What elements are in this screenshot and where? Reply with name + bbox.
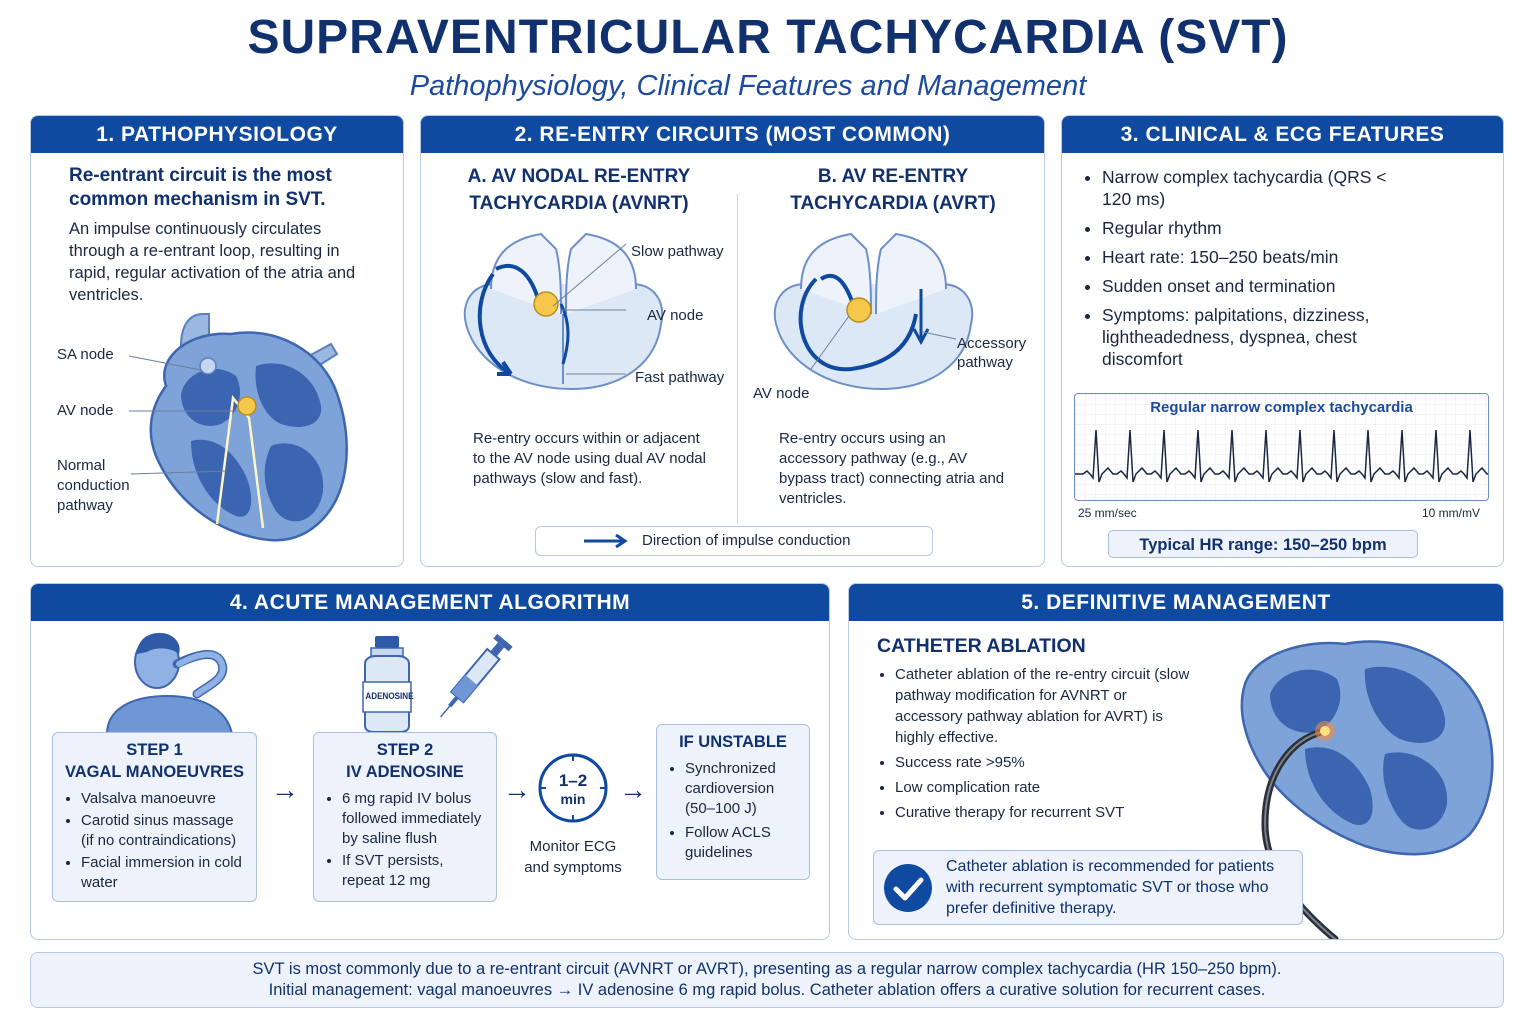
list-item: Facial immersion in cold water	[81, 853, 246, 893]
list-item: Regular rhythm	[1102, 217, 1392, 239]
avrt-title-2: TACHYCARDIA (AVRT)	[790, 193, 996, 214]
body-text: An impulse continuously circulates throu…	[69, 220, 356, 304]
panel-heading: 5. DEFINITIVE MANAGEMENT	[849, 584, 1503, 621]
summary-box: SVT is most commonly due to a re-entrant…	[30, 952, 1504, 1008]
flow-arrow-2: →	[503, 774, 531, 805]
step2-subtitle: IV ADENOSINE	[346, 763, 464, 781]
panel-heading: 2. RE-ENTRY CIRCUITS (MOST COMMON)	[421, 116, 1044, 153]
label-av-node-b: AV node	[753, 385, 810, 402]
legend-label: Direction of impulse conduction	[642, 532, 851, 549]
label-sa-node: SA node	[57, 346, 114, 363]
label-fast-pathway: Fast pathway	[635, 369, 725, 386]
summary-line-1: SVT is most commonly due to a re-entrant…	[252, 960, 1282, 978]
timer-caption-1: Monitor ECG	[529, 838, 617, 855]
panel-heading: 4. ACUTE MANAGEMENT ALGORITHM	[31, 584, 829, 621]
list-item: If SVT persists, repeat 12 mg	[342, 851, 486, 891]
list-item: Carotid sinus massage (if no contraindic…	[81, 811, 246, 851]
list-item: Narrow complex tachycardia (QRS < 120 ms…	[1102, 166, 1392, 210]
avnrt-diagram	[463, 232, 664, 391]
step2-list: 6 mg rapid IV bolus followed immediately…	[324, 789, 486, 891]
list-item: Curative therapy for recurrent SVT	[895, 802, 1195, 823]
list-item: Heart rate: 150–250 beats/min	[1102, 246, 1392, 268]
label-av-node: AV node	[57, 402, 114, 419]
heart-illustration	[128, 313, 348, 542]
unstable-title: IF UNSTABLE	[679, 733, 787, 751]
label-av-node-a: AV node	[647, 307, 704, 324]
label-normal-2: conduction	[57, 477, 130, 494]
syringe-icon	[440, 633, 513, 718]
label-normal-3: pathway	[57, 497, 113, 514]
timer-value: 1–2	[558, 771, 588, 790]
list-item: Synchronized cardioversion (50–100 J)	[685, 759, 799, 819]
page-title: SUPRAVENTRICULAR TACHYCARDIA (SVT)	[247, 11, 1289, 64]
feature-list: Narrow complex tachycardia (QRS < 120 ms…	[1084, 166, 1392, 377]
step2-title: STEP 2	[376, 741, 434, 759]
step1-box: STEP 1 VAGAL MANOEUVRES Valsalva manoeuv…	[52, 732, 257, 902]
checkmark-icon	[884, 864, 932, 912]
recommendation-box: Catheter ablation is recommended for pat…	[873, 850, 1303, 925]
panel-heading: 3. CLINICAL & ECG FEATURES	[1062, 116, 1503, 153]
page-subtitle: Pathophysiology, Clinical Features and M…	[409, 70, 1087, 102]
ecg-gain: 10 mm/mV	[1422, 506, 1481, 520]
ablation-list: Catheter ablation of the re-entry circui…	[877, 664, 1195, 830]
avnrt-description: Re-entry occurs within or adjacent to th…	[473, 430, 706, 487]
summary-line-2: Initial management: vagal manoeuvres → I…	[268, 981, 1266, 999]
label-normal-1: Normal	[57, 457, 106, 474]
ecg-title: Regular narrow complex tachycardia	[1150, 399, 1413, 416]
list-item: 6 mg rapid IV bolus followed immediately…	[342, 789, 486, 849]
avrt-diagram	[773, 232, 974, 391]
list-item: Low complication rate	[895, 777, 1195, 798]
catheter-heart-illustration	[1240, 640, 1494, 939]
panel-reentry-circuits: 2. RE-ENTRY CIRCUITS (MOST COMMON) A. AV…	[420, 115, 1045, 567]
timer-icon	[538, 753, 608, 823]
avrt-title-1: B. AV RE-ENTRY	[817, 166, 969, 187]
adenosine-vial-illustration	[362, 636, 412, 733]
panel-clinical-features: 3. CLINICAL & ECG FEATURES Narrow comple…	[1061, 115, 1504, 567]
timer-caption-2: and symptoms	[524, 859, 622, 876]
ecg-speed: 25 mm/sec	[1078, 506, 1137, 520]
unstable-box: IF UNSTABLE Synchronized cardioversion (…	[656, 724, 810, 880]
label-slow-pathway: Slow pathway	[631, 243, 724, 260]
panel-heading: 1. PATHOPHYSIOLOGY	[31, 116, 403, 153]
label-accessory-1: Accessory	[957, 335, 1027, 352]
ecg-grid	[1075, 394, 1488, 500]
panel-definitive-management: 5. DEFINITIVE MANAGEMENT CATHETER ABLATI…	[848, 583, 1504, 940]
lead-text: Re-entrant circuit is the most common me…	[69, 165, 332, 210]
avrt-description: Re-entry occurs using an accessory pathw…	[779, 430, 1005, 507]
timer-unit: min	[560, 791, 586, 807]
conduction-legend: Direction of impulse conduction	[535, 526, 933, 556]
unstable-list: Synchronized cardioversion (50–100 J) Fo…	[667, 759, 799, 863]
hr-range-badge: Typical HR range: 150–250 bpm	[1108, 530, 1418, 558]
list-item: Symptoms: palpitations, dizziness, light…	[1102, 304, 1392, 370]
step1-list: Valsalva manoeuvre Carotid sinus massage…	[63, 789, 246, 893]
list-item: Follow ACLS guidelines	[685, 823, 799, 863]
flow-arrow-3: →	[619, 774, 647, 805]
label-accessory-2: pathway	[957, 354, 1013, 371]
ecg-trace	[1075, 429, 1488, 483]
list-item: Success rate >95%	[895, 752, 1195, 773]
step1-subtitle: VAGAL MANOEUVRES	[64, 763, 245, 781]
recommendation-text: Catheter ablation is recommended for pat…	[946, 858, 1275, 917]
ablation-subheading: CATHETER ABLATION	[877, 635, 1086, 657]
step1-title: STEP 1	[126, 741, 183, 759]
avnrt-title-1: A. AV NODAL RE-ENTRY	[467, 166, 691, 187]
list-item: Catheter ablation of the re-entry circui…	[895, 664, 1195, 748]
list-item: Valsalva manoeuvre	[81, 789, 246, 809]
flow-arrow-1: →	[271, 774, 299, 805]
column-divider	[737, 194, 738, 524]
avnrt-title-2: TACHYCARDIA (AVNRT)	[469, 193, 689, 214]
list-item: Sudden onset and termination	[1102, 275, 1392, 297]
patient-valsalva-illustration	[105, 632, 234, 734]
ecg-strip: Regular narrow complex tachycardia	[1074, 393, 1489, 501]
panel-pathophysiology: 1. PATHOPHYSIOLOGY Re-entrant circuit is…	[30, 115, 404, 567]
step2-box: STEP 2 IV ADENOSINE 6 mg rapid IV bolus …	[313, 732, 497, 902]
vial-label: ADENOSINE	[365, 691, 414, 701]
panel-acute-management: 4. ACUTE MANAGEMENT ALGORITHM ADENOSINE …	[30, 583, 830, 940]
arrow-right-icon	[584, 534, 628, 548]
